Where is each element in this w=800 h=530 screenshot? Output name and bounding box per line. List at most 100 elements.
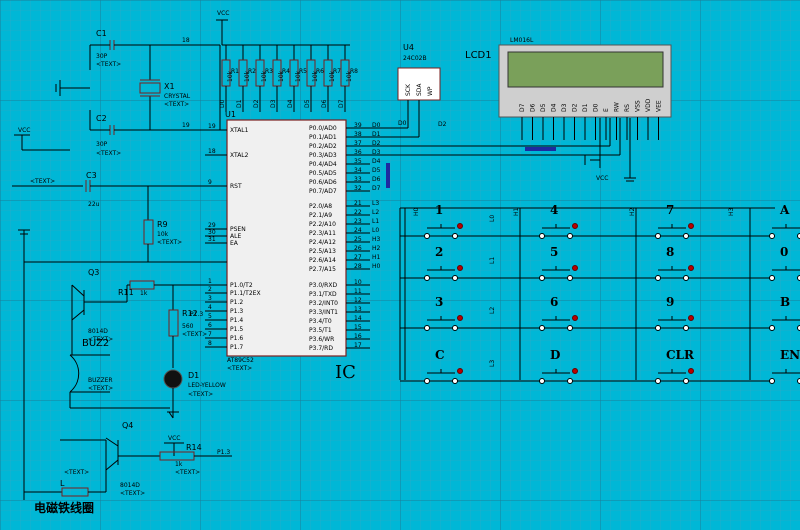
mcu-net-d2: D2 [372,140,381,147]
mcu-net-d7: D7 [372,185,381,192]
keypad-matrix: L0L1L2L3H0H1H2H3147A2580369BCDCLRENTER [399,203,800,384]
mcu-left-pin-num-3: 29 [208,222,216,229]
p13-net: P1.3 [217,449,230,456]
mcu-right-pin-num-13: 26 [354,245,362,252]
buz2-text: <TEXT> [88,385,113,392]
mcu-right-pin-num-18: 12 [354,297,362,304]
resistor-value-7: 10k [346,70,353,82]
vcc-label: VCC [217,10,229,17]
vcc-left-label: VCC [18,127,30,134]
r14-value: 1k [175,461,183,468]
resistor-pin-7: D7 [338,99,345,108]
mcu-right-pin-num-7: 32 [354,185,362,192]
key-a[interactable]: A [769,203,800,239]
key-label-9: 9 [666,295,674,309]
key-9[interactable]: 9 [655,295,694,331]
key-0[interactable]: 0 [769,245,800,281]
key-5[interactable]: 5 [539,245,578,281]
resistor-array: R110kD0R210kD1R310kD2R410kD3R510kD4R610k… [219,45,358,112]
mcu-right-pin-name-9: P2.1/A9 [309,212,332,219]
lcd-pin-d5: D5 [540,103,547,112]
mcu-left-pin-num-6: 1 [208,278,212,285]
resistor-value-6: 10k [329,70,336,82]
resistor-value-4: 10k [295,70,302,82]
mcu-left-pin-name-10: P1.4 [230,317,243,324]
resistor-pin-6: D6 [321,99,328,108]
resistor-pin-0: D0 [219,99,226,108]
key-b[interactable]: B [769,295,800,331]
resistor-name-2: R3 [265,68,273,75]
mcu-net-h2: H2 [372,245,381,252]
lcd-vcc-label: VCC [596,175,608,182]
lcd-pin-d1: D1 [582,103,589,112]
lcd-part: LM016L [510,37,534,44]
crystal-section: C1 30P <TEXT> C2 30P <TEXT> X1 CRYSTAL <… [55,29,221,157]
mcu-right-pin-num-11: 24 [354,227,362,234]
p13-label: P1.3 [190,311,203,318]
q4-part: 8014D [120,482,140,489]
q4-name: Q4 [122,421,133,430]
key-8[interactable]: 8 [655,245,694,281]
mcu-left-pin-name-4: ALE [230,233,241,240]
u4-pin-sck: SCK [405,83,412,96]
key-6[interactable]: 6 [539,295,578,331]
resistor-name-6: R7 [333,68,341,75]
mcu-right-pin-num-12: 25 [354,236,362,243]
lcd-pin-d3: D3 [561,103,568,112]
lcd-pin-vss: VSS [635,100,642,112]
key-4[interactable]: 4 [539,203,578,239]
key-2[interactable]: 2 [424,245,463,281]
key-clr[interactable]: CLR [655,348,695,384]
keypad-row-label-1: L1 [489,257,496,264]
r11-value: 1k [140,290,148,297]
mcu-right-pin-name-21: P3.5/T1 [309,327,332,334]
lcd-pin-rw: RW [614,102,621,112]
resistor-name-7: R8 [350,68,358,75]
mcu-right-pin-num-17: 11 [354,288,362,295]
coil-name: L [60,479,65,488]
lcd-pin-d0: D0 [593,103,600,112]
mcu-right-pin-name-19: P3.3/INT1 [309,309,338,316]
c1-value: 30P [96,53,108,60]
mcu-right-pin-name-22: P3.6/WR [309,336,334,343]
u4-eeprom: U4 24C02B SCK SDA WP D0 D2 [370,43,447,138]
key-1[interactable]: 1 [424,203,463,239]
lcd-pin-vdd: VDD [645,98,652,112]
mcu-right-pin-name-3: P0.3/AD3 [309,152,337,159]
mcu-name: U1 [225,110,236,119]
key-c[interactable]: C [424,348,463,384]
coil-text: <TEXT> [64,469,89,476]
mcu-right-pin-num-1: 38 [354,131,362,138]
mcu-net-l0: L0 [372,227,379,234]
key-d[interactable]: D [539,348,578,384]
resistor-pin-3: D3 [270,99,277,108]
mcu-net-d6: D6 [372,176,381,183]
mcu-left-pin-num-2: 9 [208,179,212,186]
key-label-5: 5 [550,245,558,259]
key-label-1: 1 [435,203,443,217]
key-7[interactable]: 7 [655,203,694,239]
u4-pin-wp: WP [427,86,434,96]
mcu-right-pin-name-23: P3.7/RD [309,345,333,352]
c3-value: 22u [88,201,100,208]
key-enter[interactable]: ENTER [769,348,800,384]
mcu-left-pin-name-5: EA [230,240,239,247]
mcu-left-pin-name-7: P1.1/T2EX [230,290,261,297]
mcu-right-pin-name-0: P0.0/AD0 [309,125,337,132]
mcu-right-pin-name-13: P2.5/A13 [309,248,336,255]
key-3[interactable]: 3 [424,295,463,331]
mcu-left-pin-name-9: P1.3 [230,308,243,315]
mcu-left-pin-num-10: 5 [208,313,212,320]
key-label-2: 2 [435,245,443,259]
resistor-value-5: 10k [312,70,319,82]
lcd-pin-rs: RS [624,104,631,112]
r9-value: 10k [157,231,169,238]
mcu-net-d5: D5 [372,167,381,174]
x1-value: CRYSTAL [164,93,191,100]
key-label-6: 6 [550,295,558,309]
resistor-pin-4: D4 [287,99,294,108]
svg-text:D0: D0 [398,120,407,127]
lcd-name: LCD1 [465,50,492,61]
mcu-text: <TEXT> [227,365,252,372]
